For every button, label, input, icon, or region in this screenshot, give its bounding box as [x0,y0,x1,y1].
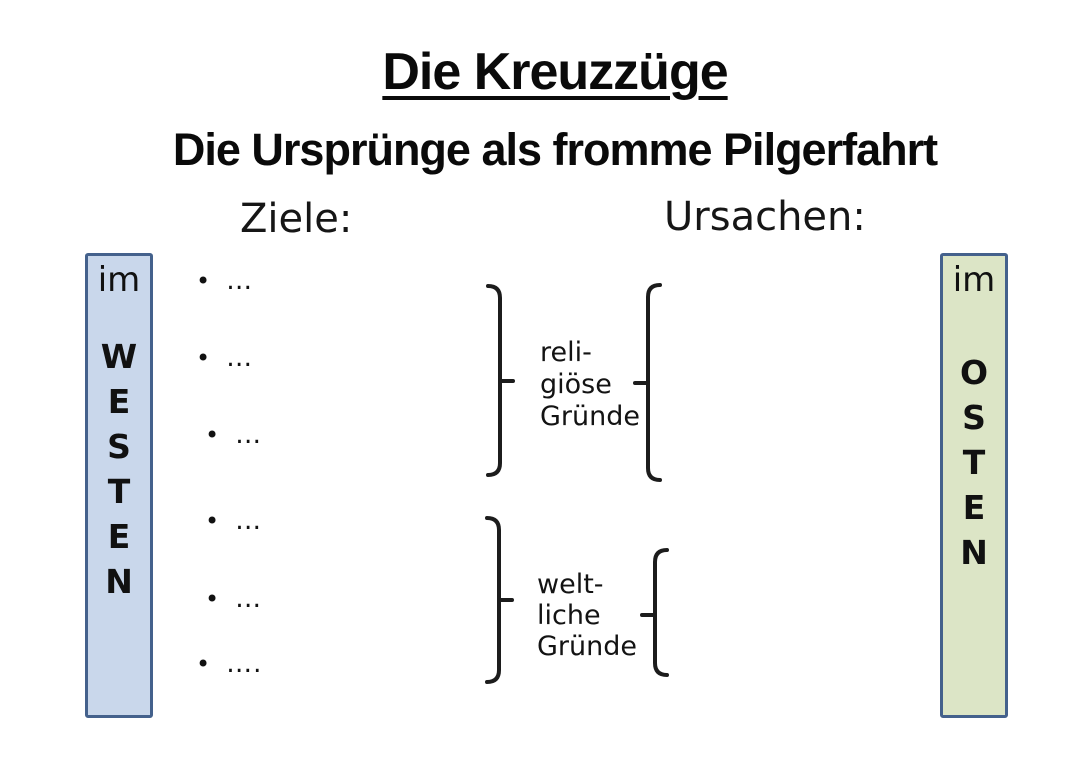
worldly-reasons-line: welt- [537,569,604,600]
east-letter: T [962,443,986,482]
west-letter: W [100,337,138,376]
bullet-placeholder: … [235,584,263,614]
bullet-icon: • [205,507,220,535]
east-letter: S [962,398,986,437]
religious-reasons-line: giöse [540,369,612,400]
east-box: im O S T E N [940,253,1008,718]
religious-reasons-line: Gründe [540,401,640,432]
ursachen-header: Ursachen: [664,194,866,240]
bullet-placeholder: … [226,343,254,373]
ziele-bullet-row: • …. [196,649,262,679]
brace-right-facing-religious [486,284,515,477]
religious-reasons-label: reli- giöse Gründe [540,337,640,433]
bullet-placeholder: … [235,506,263,536]
brace-left-facing-worldly [640,548,669,677]
bullet-placeholder: … [235,420,263,450]
ziele-header: Ziele: [240,196,353,242]
west-letter: E [107,517,131,556]
east-box-im-label: im [952,260,996,300]
ziele-bullet-row: • … [205,506,262,536]
brace-left-facing-religious [633,283,662,482]
west-box-im-label: im [97,260,141,300]
west-letter: S [107,427,131,466]
west-letter: T [107,472,131,511]
worldly-reasons-label: welt- liche Gründe [537,569,637,662]
worldly-reasons-line: liche [537,600,601,631]
east-letter: O [959,353,989,392]
west-box: im W E S T E N [85,253,153,718]
bullet-placeholder: …. [226,649,263,679]
ziele-bullet-row: • … [205,420,262,450]
ziele-bullet-row: • … [205,584,262,614]
bullet-icon: • [196,650,211,678]
bullet-icon: • [205,421,220,449]
bullet-placeholder: … [226,266,254,296]
west-box-letters: W E S T E N [101,334,137,604]
west-letter: E [107,382,131,421]
worldly-reasons-line: Gründe [537,631,637,662]
page-subtitle: Die Ursprünge als fromme Pilgerfahrt [172,124,938,175]
ziele-bullet-row: • … [196,343,253,373]
east-box-letters: O S T E N [960,350,988,575]
east-letter: N [960,533,988,572]
page-title: Die Kreuzzüge [382,43,728,101]
bullet-icon: • [196,267,211,295]
east-letter: E [962,488,986,527]
bullet-icon: • [205,585,220,613]
ziele-bullet-row: • … [196,266,253,296]
west-letter: N [105,562,133,601]
religious-reasons-line: reli- [540,337,592,368]
brace-right-facing-worldly [485,516,514,684]
bullet-icon: • [196,344,211,372]
